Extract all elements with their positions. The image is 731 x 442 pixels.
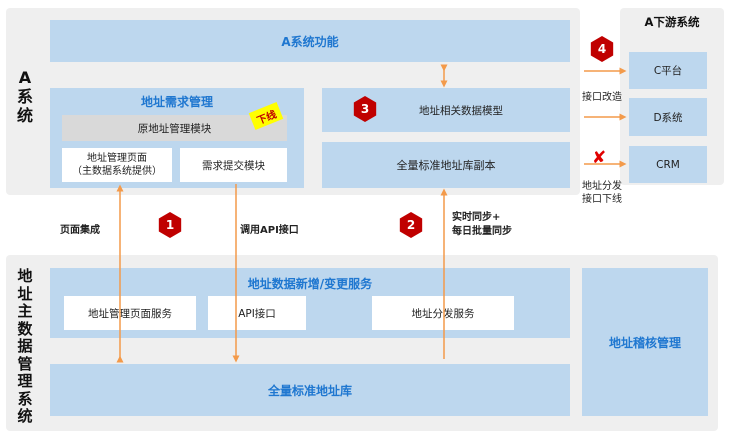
address-page-box: 地址管理页面 （主数据系统提供） xyxy=(62,148,172,182)
full-copy-label: 全量标准地址库副本 xyxy=(396,159,496,172)
interface-refactor-label: 接口改造 xyxy=(582,92,622,103)
interface-offline-label: 地址分发 接口下线 xyxy=(582,181,622,205)
address-audit-box: 地址稽核管理 xyxy=(582,268,708,416)
downstream-c-platform: C平台 xyxy=(629,52,707,89)
old-module-label: 原地址管理模块 xyxy=(137,122,212,135)
c-platform-label: C平台 xyxy=(653,65,683,77)
submit-module-label: 需求提交模块 xyxy=(202,159,265,172)
service-address-page-label: 地址管理页面服务 xyxy=(88,307,172,320)
data-model-label: 地址相关数据模型 xyxy=(419,104,503,117)
downstream-title: A下游系统 xyxy=(644,15,700,29)
marker-2: 2 xyxy=(399,212,423,238)
full-copy-box: 全量标准地址库副本 xyxy=(322,142,570,188)
page-integration-label: 页面集成 xyxy=(60,225,100,236)
address-audit-label: 地址稽核管理 xyxy=(608,335,681,350)
data-service-title: 地址数据新增/变更服务 xyxy=(247,277,373,291)
system-a-label: A 系 统 xyxy=(16,68,33,125)
a-function-bar: A系统功能 xyxy=(50,20,570,62)
crm-label: CRM xyxy=(656,158,680,171)
address-page-label: 地址管理页面 （主数据系统提供） xyxy=(72,153,162,177)
downstream-d-system: D系统 xyxy=(629,98,707,136)
service-api: API接口 xyxy=(208,296,306,330)
service-address-page: 地址管理页面服务 xyxy=(64,296,196,330)
marker-1: 1 xyxy=(158,212,182,238)
d-system-label: D系统 xyxy=(653,111,683,124)
downstream-crm: CRM xyxy=(629,146,707,183)
marker-3: 3 xyxy=(353,96,377,122)
service-distribution-label: 地址分发服务 xyxy=(411,307,475,320)
mdm-system-label: 地 址 主 数 据 管 理 系 统 xyxy=(17,267,33,425)
service-api-label: API接口 xyxy=(238,307,276,320)
service-distribution: 地址分发服务 xyxy=(372,296,514,330)
submit-module-box: 需求提交模块 xyxy=(180,148,287,182)
sync-label: 实时同步+ 每日批量同步 xyxy=(452,212,512,237)
old-module-box: 原地址管理模块 xyxy=(62,115,287,141)
marker-4: 4 xyxy=(590,36,614,62)
requirements-title: 地址需求管理 xyxy=(140,95,213,109)
standard-library-box: 全量标准地址库 xyxy=(50,364,570,416)
standard-library-label: 全量标准地址库 xyxy=(267,383,352,398)
offline-x-icon: ✘ xyxy=(592,148,607,168)
api-call-label: 调用API接口 xyxy=(240,225,299,236)
a-function-title: A系统功能 xyxy=(281,34,339,49)
